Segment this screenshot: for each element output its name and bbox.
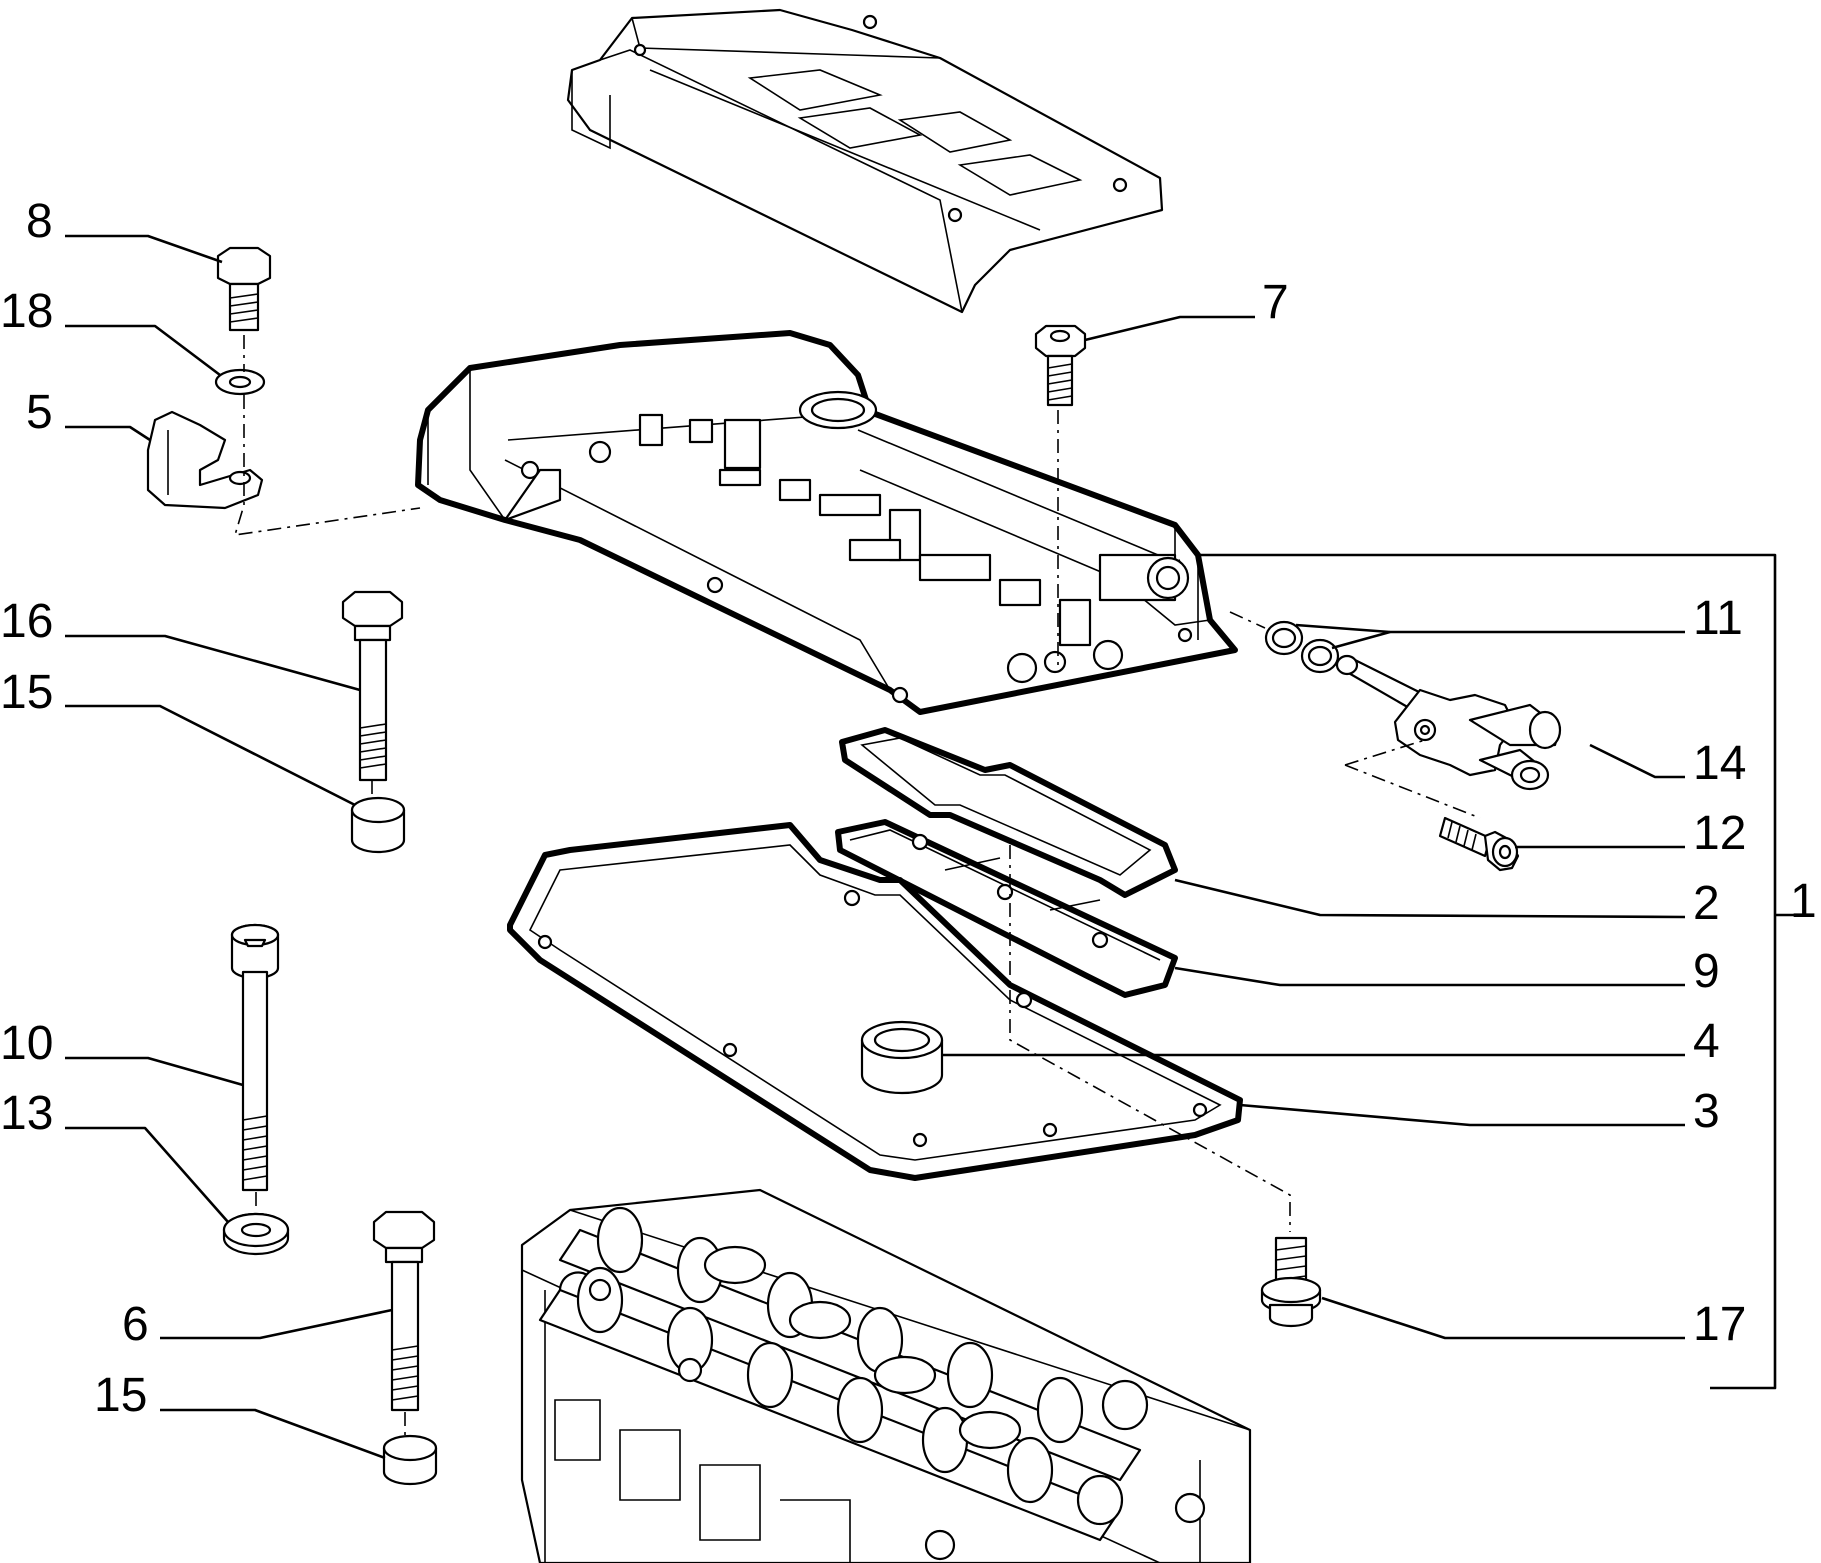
callout-15-lower: 15 (94, 1369, 147, 1422)
bolt-17 (1260, 1236, 1322, 1328)
bolt-8 (216, 246, 272, 332)
leader-lines (65, 234, 1800, 1460)
callout-7: 7 (1262, 276, 1289, 329)
callout-1: 1 (1790, 875, 1817, 928)
callout-18: 18 (0, 285, 53, 338)
bolt-6 (372, 1210, 436, 1412)
baffle-plate (835, 819, 1178, 998)
alignment-lines (233, 335, 1481, 1436)
callout-9: 9 (1693, 945, 1720, 998)
oil-filler-seal (860, 1020, 944, 1095)
spacer-15-upper (350, 796, 406, 854)
engine-cover (566, 8, 1164, 314)
callout-6: 6 (122, 1298, 149, 1351)
callout-11: 11 (1693, 592, 1743, 645)
bracket-5 (146, 410, 264, 510)
callout-labels: 8 18 5 16 15 10 13 6 15 7 11 14 12 2 9 4… (0, 195, 1817, 1422)
gasket-large (507, 822, 1243, 1181)
o-rings-11 (1264, 620, 1340, 674)
gasket-small (839, 727, 1178, 898)
bolt-16 (341, 590, 404, 782)
bolt-12 (1438, 816, 1520, 872)
hose-connector-14 (1335, 654, 1562, 791)
callout-2: 2 (1693, 877, 1720, 930)
callout-17: 17 (1693, 1298, 1746, 1351)
callout-4: 4 (1693, 1015, 1720, 1068)
callout-3: 3 (1693, 1085, 1720, 1138)
callout-12: 12 (1693, 807, 1746, 860)
callout-8: 8 (26, 195, 53, 248)
callout-10: 10 (0, 1017, 53, 1070)
washer-18 (214, 368, 266, 396)
bolt-7 (1034, 324, 1087, 407)
cylinder-head (520, 1188, 1252, 1563)
callout-5: 5 (26, 386, 53, 439)
valve-cover (415, 330, 1238, 715)
washer-13 (222, 1212, 290, 1256)
callout-15-upper: 15 (0, 666, 53, 719)
spacer-15-lower (382, 1434, 438, 1486)
callout-16: 16 (0, 595, 53, 648)
bolt-10 (230, 923, 280, 1192)
callout-13: 13 (0, 1087, 53, 1140)
callout-14: 14 (1693, 737, 1746, 790)
